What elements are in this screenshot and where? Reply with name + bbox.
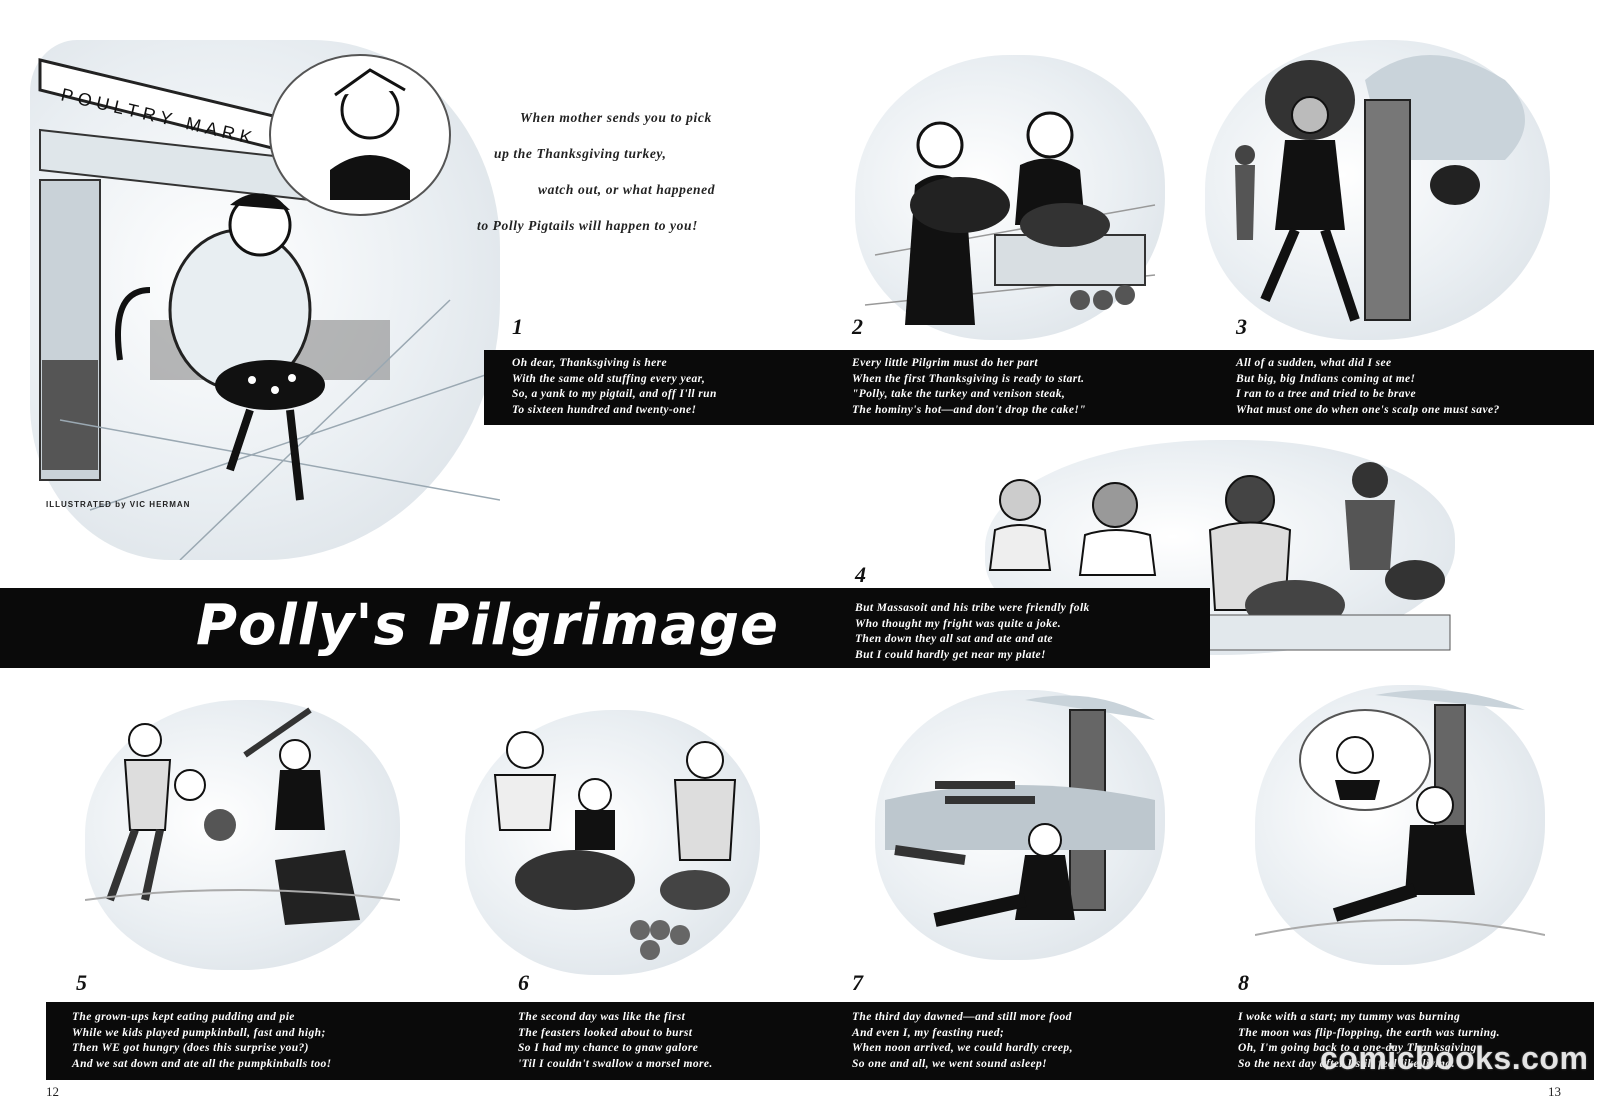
verse-line: The grown-ups kept eating pudding and pi… bbox=[72, 1011, 295, 1023]
verse-line: I woke with a start; my tummy was burnin… bbox=[1238, 1011, 1461, 1023]
verse-line: But big, big Indians coming at me! bbox=[1236, 372, 1416, 385]
verse-line: When the first Thanksgiving is ready to … bbox=[852, 372, 1085, 385]
watermark: comicbooks.com bbox=[1320, 1040, 1589, 1076]
verse-line: "Polly, take the turkey and venison stea… bbox=[852, 388, 1066, 400]
verse-line: Then down they all sat and ate and ate bbox=[855, 633, 1053, 645]
verse-line: 'Til I couldn't swallow a morsel more. bbox=[518, 1057, 713, 1070]
verse-line: To sixteen hundred and twenty-one! bbox=[512, 403, 697, 416]
intro-line: to Polly Pigtails will happen to you! bbox=[477, 218, 698, 233]
verse-line: The feasters looked about to burst bbox=[518, 1026, 693, 1039]
illustrator-credit: ILLUSTRATED by VIC HERMAN bbox=[46, 500, 191, 509]
panel-5-illustration bbox=[85, 700, 400, 970]
verse-band-top bbox=[484, 350, 1594, 425]
verse-panel-3: All of a sudden, what did I see But big,… bbox=[1236, 356, 1500, 418]
verse-panel-2: Every little Pilgrim must do her part Wh… bbox=[852, 356, 1086, 418]
verse-line: Every little Pilgrim must do her part bbox=[852, 357, 1039, 369]
verse-line: And even I, my feasting rued; bbox=[852, 1026, 1005, 1039]
panel-number: 4 bbox=[855, 562, 866, 587]
page-number-left: 12 bbox=[46, 1084, 59, 1099]
panel-number: 2 bbox=[852, 314, 863, 339]
panel-2-illustration bbox=[855, 55, 1165, 340]
verse-line: All of a sudden, what did I see bbox=[1236, 357, 1392, 369]
panel-number: 3 bbox=[1236, 314, 1247, 339]
verse-line: The moon was flip-flopping, the earth wa… bbox=[1238, 1026, 1500, 1039]
verse-line: I ran to a tree and tried to be brave bbox=[1236, 388, 1416, 400]
verse-line: But Massasoit and his tribe were friendl… bbox=[855, 602, 1090, 614]
panel-4-illustration bbox=[985, 440, 1455, 655]
verse-line: And we sat down and ate all the pumpkinb… bbox=[72, 1057, 332, 1070]
intro-line: watch out, or what happened bbox=[538, 182, 716, 197]
verse-panel-5: The grown-ups kept eating pudding and pi… bbox=[72, 1010, 332, 1072]
panel-number: 5 bbox=[76, 970, 87, 995]
verse-line: The third day dawned—and still more food bbox=[852, 1011, 1072, 1023]
panel-6-illustration bbox=[465, 710, 760, 975]
panel-number: 8 bbox=[1238, 970, 1249, 995]
verse-line: So one and all, we went sound asleep! bbox=[852, 1057, 1047, 1070]
verse-line: What must one do when one's scalp one mu… bbox=[1236, 403, 1500, 416]
verse-panel-1: Oh dear, Thanksgiving is here With the s… bbox=[512, 356, 717, 418]
panel-8-illustration bbox=[1255, 685, 1545, 965]
verse-line: With the same old stuffing every year, bbox=[512, 372, 706, 385]
panel-number: 7 bbox=[852, 970, 863, 995]
verse-panel-6: The second day was like the first The fe… bbox=[518, 1010, 713, 1072]
verse-line: The hominy's hot—and don't drop the cake… bbox=[852, 403, 1087, 416]
verse-line: Oh dear, Thanksgiving is here bbox=[512, 357, 668, 369]
panel-number: 1 bbox=[512, 314, 523, 339]
verse-line: When noon arrived, we could hardly creep… bbox=[852, 1042, 1073, 1054]
title-band bbox=[0, 588, 1210, 668]
panel-7-illustration bbox=[875, 690, 1165, 960]
verse-band-bottom bbox=[46, 1002, 1594, 1080]
verse-line: So, a yank to my pigtail, and off I'll r… bbox=[512, 388, 717, 400]
panel-3-illustration bbox=[1205, 40, 1550, 340]
verse-line: Who thought my fright was quite a joke. bbox=[855, 617, 1062, 630]
verse-panel-8: I woke with a start; my tummy was burnin… bbox=[1238, 1010, 1500, 1072]
cover-illustration: POULTRY MARK bbox=[30, 40, 500, 560]
intro-text: When mother sends you to pick up the Tha… bbox=[470, 100, 770, 244]
verse-line: Oh, I'm going back to a one-day Thanksgi… bbox=[1238, 1042, 1477, 1054]
verse-line: But I could hardly get near my plate! bbox=[855, 648, 1046, 661]
page-title: Polly's Pilgrimage bbox=[196, 593, 779, 658]
page-number-right: 13 bbox=[1548, 1084, 1561, 1099]
intro-line: When mother sends you to pick bbox=[520, 110, 712, 125]
verse-line: So I had my chance to gnaw galore bbox=[518, 1042, 699, 1054]
intro-line: up the Thanksgiving turkey, bbox=[494, 146, 667, 161]
verse-line: While we kids played pumpkinball, fast a… bbox=[72, 1026, 326, 1039]
verse-line: Then WE got hungry (does this surprise y… bbox=[72, 1042, 309, 1054]
panel-number: 6 bbox=[518, 970, 529, 995]
verse-line: The second day was like the first bbox=[518, 1011, 686, 1023]
verse-panel-7: The third day dawned—and still more food… bbox=[852, 1010, 1073, 1072]
verse-line: So the next day after I still feel like … bbox=[1238, 1057, 1455, 1070]
verse-panel-4: But Massasoit and his tribe were friendl… bbox=[855, 601, 1090, 663]
